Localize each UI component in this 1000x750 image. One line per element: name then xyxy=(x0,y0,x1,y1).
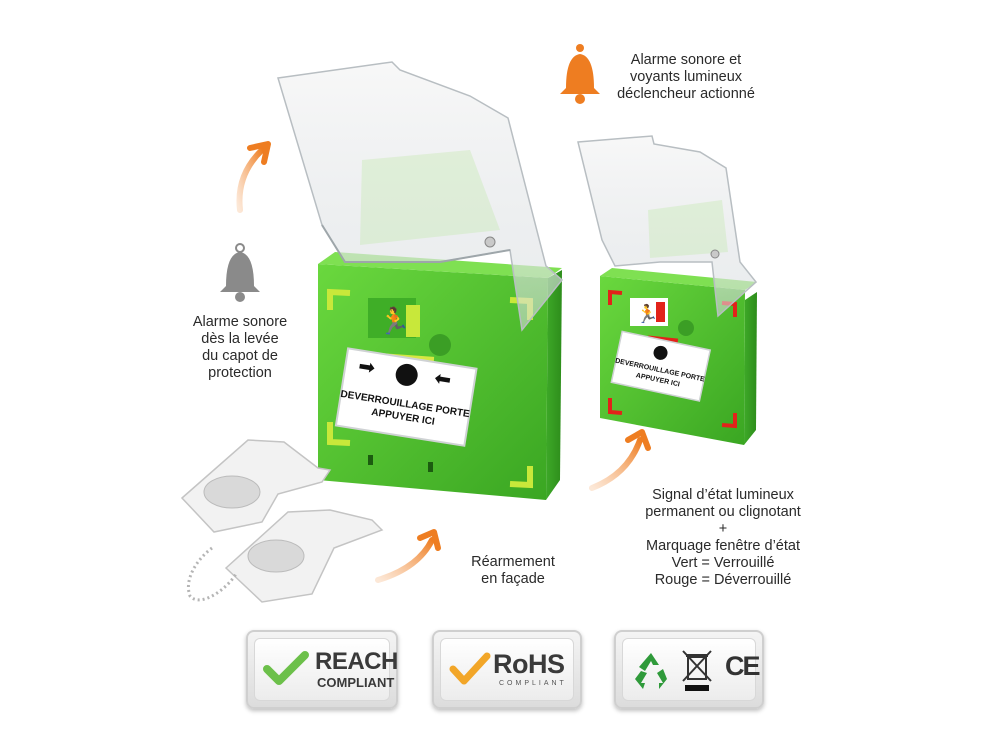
small-status-led xyxy=(678,320,694,336)
small-window xyxy=(610,330,712,402)
bell-orange-icon xyxy=(560,44,600,104)
large-device-side xyxy=(546,270,562,500)
caption-signal: Signal d’état lumineux permanent ou clig… xyxy=(645,487,801,588)
svg-text:⬅: ⬅ xyxy=(433,365,453,391)
large-device: 🏃 ➡ ⬅ xyxy=(277,61,564,500)
bead-chain xyxy=(187,546,238,602)
symbols-badge: CE xyxy=(614,630,764,709)
caption-alarm-left: Alarme sonore dès la levée du capot de p… xyxy=(192,314,288,381)
check-icon xyxy=(263,651,309,685)
reach-badge: REACH COMPLIANT xyxy=(246,630,398,709)
small-running-man-icon: 🏃 xyxy=(636,303,658,325)
arrow-up-lid xyxy=(236,147,265,213)
rohs-title: RoHS xyxy=(493,649,565,679)
small-device: 🏃 xyxy=(577,135,758,445)
small-lid xyxy=(577,135,758,318)
large-window: ➡ ⬅ xyxy=(334,347,478,447)
large-status-led xyxy=(429,334,451,356)
svg-text:➡: ➡ xyxy=(357,353,378,379)
running-man-icon: 🏃 xyxy=(378,306,410,337)
check-icon xyxy=(449,652,491,685)
reset-keys xyxy=(180,439,384,603)
caption-rearm: Réarmement en façade xyxy=(471,554,555,587)
reach-title: REACH xyxy=(315,648,398,675)
reach-subtitle: COMPLIANT xyxy=(317,675,395,690)
recycle-icon xyxy=(635,653,667,689)
rohs-subtitle: COMPLIANT xyxy=(499,680,567,687)
bell-grey-icon xyxy=(220,243,260,302)
caption-alarm-top: Alarme sonore et voyants lumineux déclen… xyxy=(617,52,755,102)
crossed-bin-icon xyxy=(682,650,712,691)
arrow-signal xyxy=(589,437,643,491)
arrow-rearm xyxy=(375,537,435,583)
rohs-badge: RoHS COMPLIANT xyxy=(432,630,582,709)
large-door-icon xyxy=(406,305,420,337)
ce-mark: CE xyxy=(725,651,760,681)
